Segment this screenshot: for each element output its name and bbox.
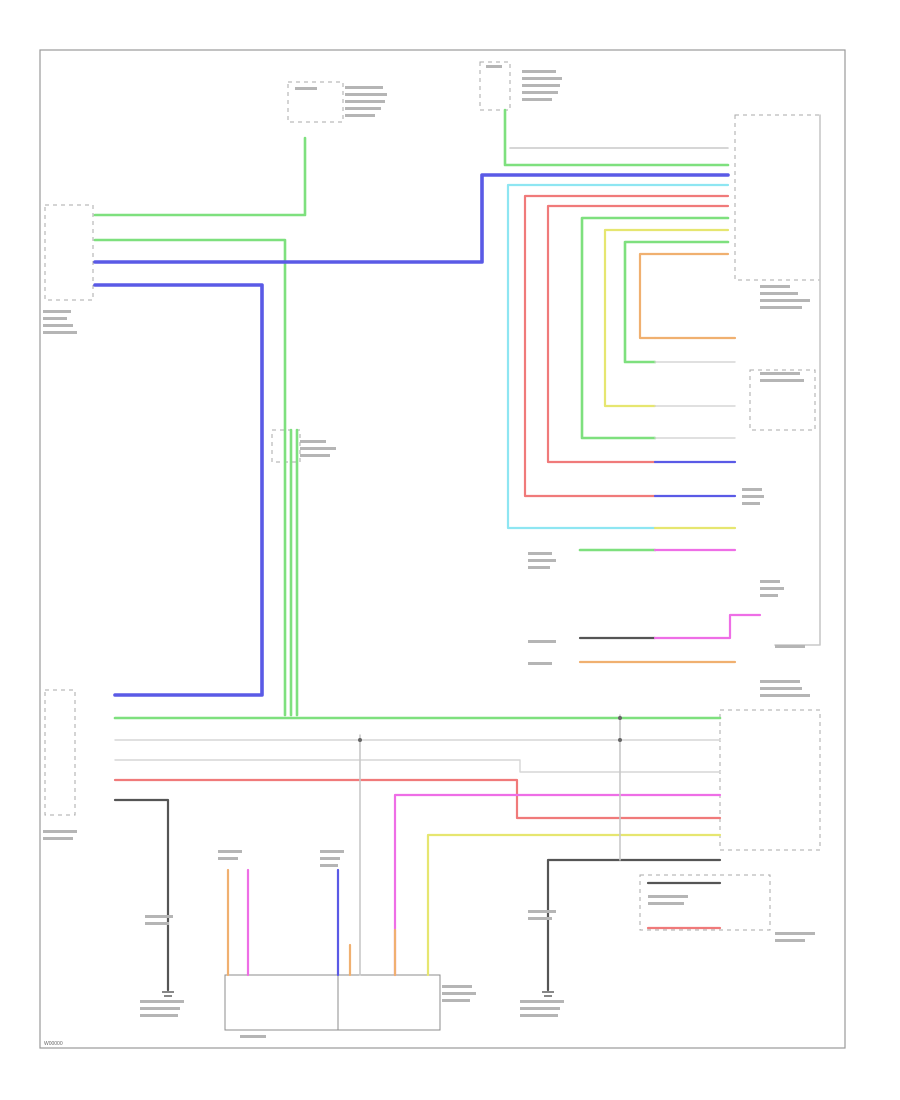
diagram-frame — [39, 49, 846, 1049]
wire-black-main-switch-ground — [113, 798, 170, 992]
illegible-labels — [43, 65, 815, 1038]
splice-dot — [358, 738, 362, 742]
wire-red-bottom — [113, 778, 722, 820]
wire-green-control-5 — [623, 240, 730, 364]
wire-lightblue-control — [506, 183, 730, 530]
wire-green-fuse-to-ecu — [93, 136, 307, 217]
fuse-relay-top-right — [479, 61, 511, 111]
power-window-switch-bottom — [224, 974, 441, 1031]
power-window-motor-box — [639, 874, 771, 931]
wire-pink-row — [653, 613, 762, 640]
engine-control-unit-left — [44, 204, 94, 301]
splice-dot — [618, 738, 622, 742]
diagram-code: W00000 — [44, 1041, 63, 1047]
wire-blue-ecu-to-bottom — [93, 283, 264, 697]
wire-green-control-3 — [580, 216, 730, 440]
power-window-switch-right — [719, 709, 821, 851]
fuse-block-top — [287, 81, 344, 123]
wire-orange-control-6 — [638, 252, 730, 340]
ground-symbol-left — [162, 991, 174, 997]
control-unit-top-right — [734, 114, 821, 281]
wire-red-control-2 — [546, 204, 730, 464]
wire-black-right-ground — [546, 858, 722, 992]
wire-yellow-bottom — [426, 833, 722, 977]
switch-assembly-right — [749, 369, 816, 431]
wire-yellow-control-4 — [603, 228, 730, 408]
splice-dot — [618, 716, 622, 720]
wire-red-control-1 — [523, 194, 730, 498]
wire-blue-ecu-to-top-right — [93, 173, 730, 264]
wire-pink-bottom — [393, 793, 722, 977]
wire-green-top-right-row — [503, 108, 730, 167]
power-window-main-switch — [44, 689, 76, 816]
wire-white-row-2 — [114, 759, 721, 773]
ground-symbol-right — [542, 991, 554, 997]
wire-green-ecu-to-bottom — [93, 238, 287, 717]
